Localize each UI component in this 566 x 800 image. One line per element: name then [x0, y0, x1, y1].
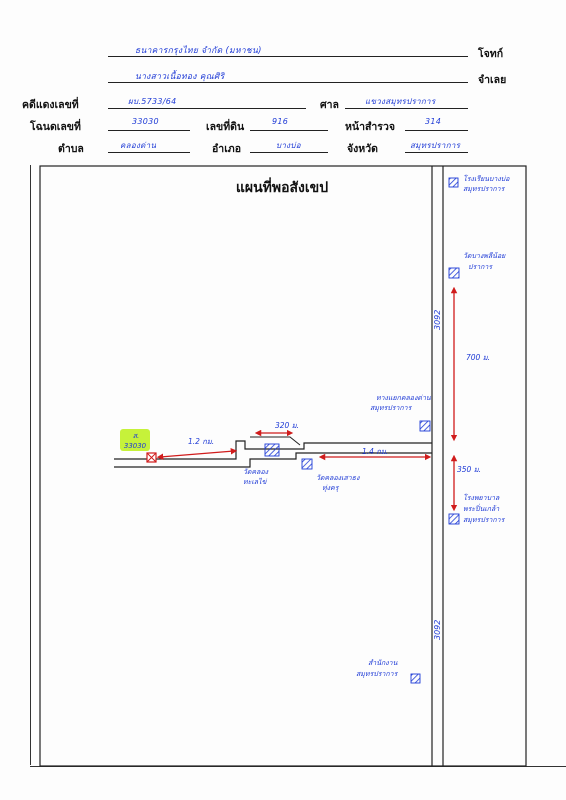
- subdistrict-label: ตำบล: [58, 143, 84, 155]
- landmark-hospital-line3: สมุทรปราการ: [463, 516, 506, 524]
- landmark-school-line1: โรงเรียนบางบ่อ: [463, 174, 510, 183]
- side-road-bend: [250, 436, 301, 446]
- landmark-box-temple-top: [448, 267, 460, 279]
- map-frame: [39, 165, 527, 767]
- defendant-value: นางสาวเนื้อทอง คุณศิริ: [135, 72, 225, 82]
- case-number-label: คดีแดงเลขที่: [22, 99, 79, 111]
- province-label: จังหวัด: [347, 143, 378, 155]
- landmark-junction-line2: สมุทรปราการ: [370, 404, 413, 412]
- province-value: สมุทรปราการ: [410, 141, 461, 150]
- distance-320m-label: 320 ม.: [275, 421, 299, 430]
- landmark-box-temple-left: [264, 443, 280, 457]
- distance-1-4km-label: 1.4 กม.: [362, 447, 388, 456]
- landmark-temple-left-line2: ทะเลไข่: [243, 477, 268, 486]
- parcel-label: ส.: [133, 432, 140, 440]
- landmark-junction-line1: ทางแยกคลองด่าน: [376, 394, 431, 402]
- distance-350m-label: 350 ม.: [457, 465, 481, 474]
- left-margin-line: [30, 165, 31, 765]
- deed-number-line: [108, 130, 190, 131]
- landmark-office-line2: สมุทรปราการ: [356, 670, 399, 678]
- court-label: ศาล: [320, 99, 339, 111]
- defendant-line: [108, 82, 468, 83]
- landmark-box-hospital: [448, 513, 460, 525]
- landmark-office-line1: สำนักงาน: [368, 659, 398, 667]
- survey-page-label: หน้าสำรวจ: [345, 121, 395, 133]
- map-title: แผนที่พอสังเขป: [236, 177, 328, 195]
- land-number-line: [250, 130, 328, 131]
- parcel-highlight: [120, 429, 150, 451]
- subdistrict-line: [108, 152, 190, 153]
- landmark-temple-mid-line2: ทุ่งครุ: [322, 484, 340, 492]
- landmark-box-temple-mid: [301, 458, 313, 470]
- deed-number-value: 33030: [132, 117, 159, 126]
- distance-700m-label: 700 ม.: [466, 353, 490, 362]
- deed-number-label: โฉนดเลขที่: [30, 121, 81, 133]
- landmark-temple-top-line1: วัดบางพลีน้อย: [463, 252, 506, 260]
- district-value: บางบ่อ: [276, 141, 301, 150]
- court-line: [345, 108, 468, 109]
- plaintiff-label: โจทก์: [478, 48, 504, 60]
- case-number-line: [108, 108, 306, 109]
- road-name-lower: 3092: [433, 620, 442, 640]
- arrow-1-2km: [156, 448, 238, 460]
- road-name-upper: 3092: [433, 310, 442, 330]
- landmark-temple-mid-line1: วัดคลองเสาธง: [316, 474, 360, 482]
- parcel-number: 33030: [124, 442, 147, 450]
- survey-page-line: [405, 130, 468, 131]
- case-number-value: ผบ.5733/64: [128, 97, 177, 106]
- land-number-value: 916: [272, 117, 289, 126]
- landmark-hospital-line1: โรงพยาบาล: [463, 493, 500, 502]
- court-value: แขวงสมุทรปราการ: [365, 97, 436, 106]
- landmark-box-school-top: [448, 177, 459, 188]
- landmark-temple-left-line1: วัดคลอง: [243, 468, 269, 476]
- subdistrict-value: คลองด่าน: [120, 141, 157, 150]
- plaintiff-value: ธนาคารกรุงไทย จำกัด (มหาชน): [135, 46, 262, 56]
- landmark-box-junction: [419, 420, 431, 432]
- district-label: อำเภอ: [212, 143, 242, 155]
- plaintiff-line: [108, 56, 468, 57]
- land-number-label: เลขที่ดิน: [206, 121, 245, 133]
- defendant-label: จำเลย: [478, 74, 507, 86]
- landmark-temple-top-line2: ปราการ: [468, 263, 493, 271]
- province-line: [405, 152, 468, 153]
- survey-page-value: 314: [425, 117, 442, 126]
- distance-1-2km-label: 1.2 กม.: [188, 437, 214, 446]
- side-road-bottom-edge: [114, 452, 432, 468]
- landmark-hospital-line2: พระปิ่นเกล้า: [463, 503, 500, 513]
- district-line: [250, 152, 328, 153]
- landmark-box-office: [410, 673, 421, 684]
- landmark-school-line2: สมุทรปราการ: [463, 185, 506, 193]
